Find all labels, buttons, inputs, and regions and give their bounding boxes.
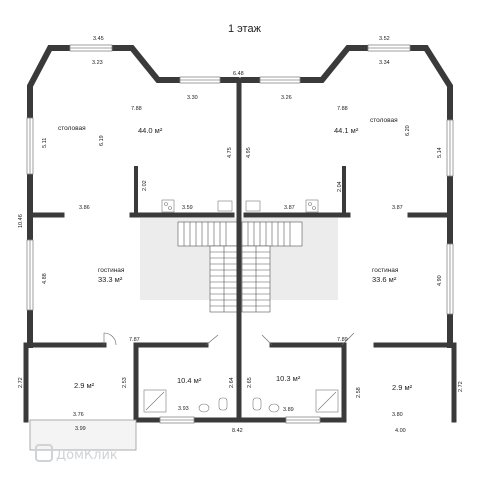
watermark-text: ДомКлик (56, 448, 118, 463)
dim-label: 8.42 (232, 428, 243, 434)
dim-label: 4.75 (227, 147, 233, 158)
dim-label: 3.76 (73, 412, 84, 418)
dim-label: 2.72 (18, 377, 24, 388)
dim-label: 3.87 (392, 205, 403, 211)
dim-label: 4.00 (395, 428, 406, 434)
room-name-living-right: гостиная (372, 267, 399, 274)
area-bath-right: 10.3 м² (276, 374, 301, 383)
dim-label: 3.30 (187, 95, 198, 101)
dim-label: 6.48 (233, 71, 244, 77)
dim-label: 3.26 (281, 95, 292, 101)
dimension-labels: 3.45 3.23 3.52 3.34 6.48 7.88 7.88 3.30 … (18, 36, 464, 434)
dim-label: 3.45 (93, 36, 104, 42)
dim-label: 3.59 (182, 205, 193, 211)
dim-label: 3.99 (75, 426, 86, 432)
dim-label: 7.88 (131, 106, 142, 112)
staircase-left (177, 221, 239, 313)
area-living-right: 33.6 м² (372, 275, 397, 284)
staircase-right (241, 221, 303, 313)
dim-label: 2.02 (142, 180, 148, 191)
walls (23, 45, 457, 423)
dim-label: 7.89 (337, 337, 348, 343)
dim-label: 3.87 (284, 205, 295, 211)
dim-label: 4.88 (42, 273, 48, 284)
windows (26, 44, 454, 424)
dim-label: 4.90 (437, 275, 443, 286)
dim-label: 2.53 (122, 377, 128, 388)
dim-label: 6.19 (99, 135, 105, 146)
dim-label: 2.64 (229, 377, 235, 388)
dim-label: 2.58 (356, 387, 362, 398)
area-living-left: 33.3 м² (98, 275, 123, 284)
dim-label: 4.95 (246, 147, 252, 158)
dim-label: 3.34 (379, 60, 390, 66)
dim-label: 3.93 (178, 406, 189, 412)
dim-label: 3.86 (79, 205, 90, 211)
dim-label: 3.23 (92, 60, 103, 66)
room-name-dining-right: столовая (370, 117, 398, 124)
area-porch-right: 2.9 м² (392, 383, 413, 392)
area-bath-left: 10.4 м² (177, 376, 202, 385)
area-porch-left: 2.9 м² (74, 381, 95, 390)
watermark: ДомКлик (35, 444, 118, 463)
room-name-living-left: гостиная (98, 267, 125, 274)
dim-label: 6.20 (405, 125, 411, 136)
dim-label: 5.11 (42, 138, 48, 148)
dim-label: 3.52 (379, 36, 390, 42)
dim-label: 2.04 (337, 181, 343, 192)
area-dining-right: 44.1 м² (334, 126, 359, 135)
dim-label: 3.89 (283, 407, 294, 413)
dim-label: 5.14 (437, 147, 443, 158)
room-name-dining-left: столовая (58, 125, 86, 132)
dim-label: 3.80 (392, 412, 403, 418)
area-dining-left: 44.0 м² (138, 126, 163, 135)
floor-title: 1 этаж (228, 23, 262, 35)
doors (103, 332, 355, 346)
watermark-logo-icon (35, 444, 53, 462)
dim-label: 2.72 (458, 381, 464, 392)
fixtures (143, 199, 339, 413)
dim-label: 7.87 (129, 337, 140, 343)
dim-label: 10.46 (18, 214, 24, 228)
dim-label: 2.65 (247, 377, 253, 388)
dim-label: 7.88 (337, 106, 348, 112)
